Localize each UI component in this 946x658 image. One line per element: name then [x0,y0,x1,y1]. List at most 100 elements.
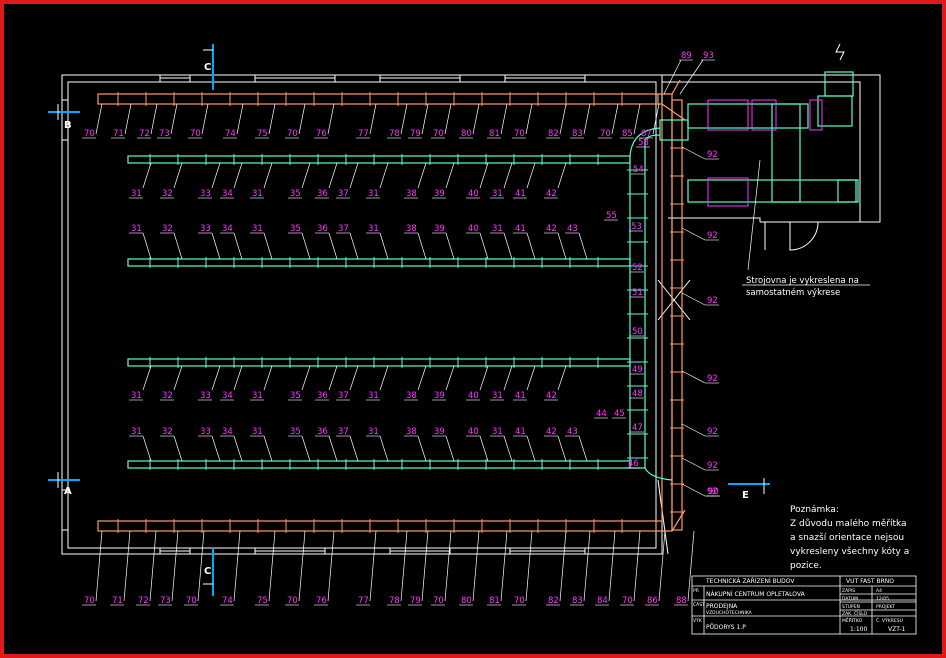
row2-label-12: 31 [492,224,503,234]
remark-title: Poznámka: [790,505,839,515]
row3-label-6: 36 [317,391,328,401]
right-riser-label-0: 92 [707,150,718,160]
row1-label-9: 38 [406,189,417,199]
section-marker-a: A [64,486,72,497]
row2-label-10: 39 [434,224,445,234]
row1-label-5: 35 [290,189,301,199]
row2-label-13: 41 [515,224,526,234]
section-marker-e: E [742,490,749,501]
top-duct-joints [117,92,684,513]
bottom-duct-label-19: 70 [622,596,633,606]
bottom-duct-label-3: 73 [160,596,171,606]
right-riser-label-4: 92 [707,427,718,437]
row4-label-6: 36 [317,427,328,437]
top-duct-label-2: 72 [139,129,150,139]
row4-label-12: 31 [492,427,503,437]
row4-label-14: 42 [546,427,557,437]
bottom-duct-label-1: 71 [112,596,123,606]
tb-sheet: VZT-1 [888,626,905,633]
bottom-duct-label-9: 77 [358,596,369,606]
top-duct-label-3: 73 [159,129,170,139]
riser-label-8: 48 [632,389,643,399]
riser-label-4: 52 [632,263,643,273]
row3-label-5: 35 [290,391,301,401]
row4-label-5: 35 [290,427,301,437]
row4-label-0: 31 [131,427,142,437]
riser-label-9: 47 [632,423,643,433]
bottom-duct-label-12: 70 [433,596,444,606]
riser-label-0: 58 [638,138,649,148]
title-block [691,575,917,635]
tb-drawing-tag: VÝK [693,617,703,624]
row1-label-8: 31 [368,189,379,199]
right-riser-label-6: 92 [707,487,718,497]
right-riser-label-7: 90 [708,487,719,497]
bottom-duct-label-14: 81 [489,596,500,606]
top-corner-label-0: 89 [681,51,692,61]
tb-school: VUT FAST BRNO [846,578,894,585]
machine-room-units [707,99,823,207]
riser-label-5: 51 [632,288,643,298]
row3-label-2: 33 [200,391,211,401]
row3-label-11: 40 [468,391,479,401]
row4-label-9: 38 [406,427,417,437]
tb-drawing: PŮDORYS 1.P [706,624,746,631]
riser-label-12: 46 [628,459,639,469]
tb-field-0-label: ZÁPIS [842,587,855,594]
top-duct-label-20: 87 [641,129,652,139]
row1-label-14: 42 [546,189,557,199]
branch-joints [149,154,648,470]
row1-label-3: 34 [222,189,233,199]
riser-label-3: 53 [631,222,642,232]
row1-label-10: 39 [434,189,445,199]
tb-heading: TECHNICKÁ ZAŘÍZENÍ BUDOV [705,577,795,585]
tb-field-1-value: 12/05 [876,596,889,602]
tb-part-sub: VZDUCHOTECHNIKA [706,610,753,616]
row4-label-2: 33 [200,427,211,437]
bottom-duct-label-10: 78 [389,596,400,606]
row2-label-8: 31 [368,224,379,234]
top-duct-label-5: 74 [225,129,236,139]
row2-label-1: 32 [162,224,173,234]
bottom-duct-label-4: 70 [186,596,197,606]
top-duct-label-10: 78 [389,129,400,139]
bottom-duct-label-18: 84 [597,596,608,606]
row1-label-0: 31 [131,189,142,199]
row3-label-10: 39 [434,391,445,401]
bottom-duct-label-20: 86 [647,596,658,606]
row2-label-5: 35 [290,224,301,234]
top-duct-label-13: 80 [461,129,472,139]
label-leaders [82,59,720,606]
tb-field-2-label: STUPEŇ [842,603,860,610]
row3-label-12: 31 [492,391,503,401]
top-duct-label-19: 85 [622,129,633,139]
section-mark-thin [57,43,845,585]
tb-project-tag: PR [693,588,699,594]
bottom-duct-label-5: 74 [222,596,233,606]
tb-field-3-label: ZAK. ČÍSLO [842,610,868,617]
top-duct-label-9: 77 [358,129,369,139]
row2-label-11: 40 [468,224,479,234]
top-corner-label-1: 93 [703,51,714,61]
row3-label-8: 31 [368,391,379,401]
remark-line-3: vykresleny všechny kóty a [790,546,909,557]
top-duct-label-15: 70 [514,129,525,139]
right-riser-label-3: 92 [707,374,718,384]
row4-label-4: 31 [252,427,263,437]
row4-label-11: 40 [468,427,479,437]
top-duct-label-4: 70 [190,129,201,139]
top-duct-label-8: 76 [316,129,327,139]
top-duct-label-1: 71 [113,129,124,139]
riser-label-6: 50 [632,327,643,337]
row3-label-9: 38 [406,391,417,401]
bottom-duct-label-8: 76 [316,596,327,606]
row2-label-0: 31 [131,224,142,234]
bottom-duct-label-15: 70 [514,596,525,606]
top-duct-label-17: 83 [572,129,583,139]
bottom-duct-label-16: 82 [548,596,559,606]
row4-label-10: 39 [434,427,445,437]
row3-label-1: 32 [162,391,173,401]
row1-label-4: 31 [252,189,263,199]
section-marker-c1: C [204,62,211,73]
